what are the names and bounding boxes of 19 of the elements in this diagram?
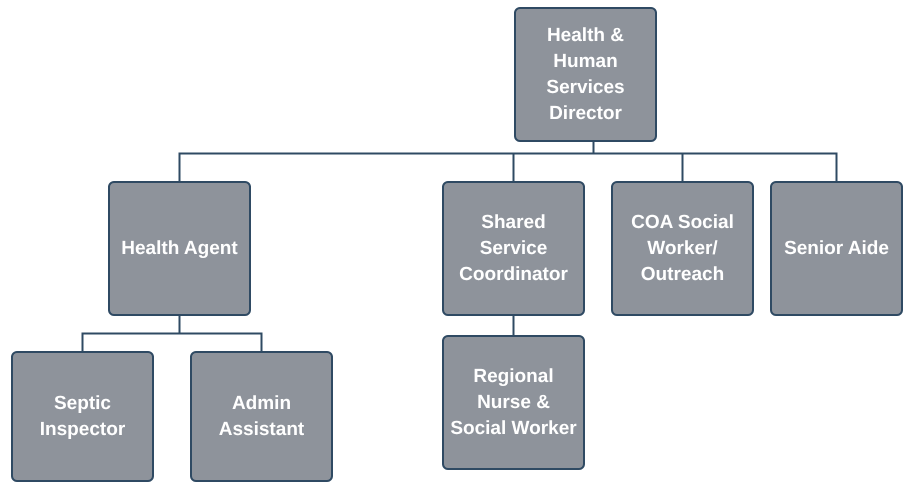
position-box — [108, 181, 251, 316]
position-title: Septic Inspector — [38, 392, 126, 442]
connector-line — [512, 316, 514, 335]
connector-line — [178, 316, 262, 351]
position-box — [611, 181, 754, 316]
position-box — [190, 351, 333, 482]
connector-line — [592, 142, 838, 181]
position-box — [442, 335, 585, 470]
position-title: Admin Assistant — [218, 392, 306, 442]
position-title: Regional Nurse & Social Worker — [449, 364, 578, 440]
position-title: COA Social Worker/ Outreach — [630, 210, 735, 286]
position-box — [770, 181, 903, 316]
position-box — [11, 351, 154, 482]
position-box — [442, 181, 585, 316]
position-title: Health & Human Services Director — [545, 24, 626, 126]
position-title: Health Agent — [121, 236, 238, 260]
position-title: Senior Aide — [784, 236, 889, 260]
position-title: Shared Service Coordinator — [458, 210, 569, 286]
position-box — [514, 7, 657, 142]
